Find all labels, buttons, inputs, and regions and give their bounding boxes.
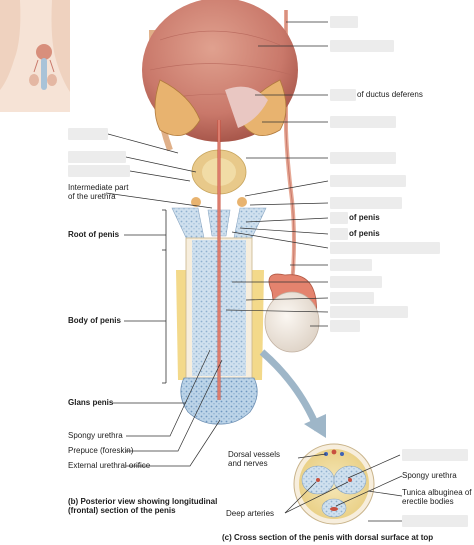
label-of-penis-2: of penis [349,229,380,238]
label-blank [330,212,348,224]
label-blank [330,89,356,101]
label-cross-spongy-urethra: Spongy urethra [402,471,457,480]
label-blank [330,116,396,128]
label-blank [330,228,348,240]
label-intermediate-urethra: Intermediate part of the urethra [68,183,129,201]
label-blank [330,320,360,332]
label-blank [330,276,382,288]
label-glans-penis: Glans penis [68,398,114,407]
bracket-lines [162,209,167,384]
label-tunica-albuginea: Tunica albuginea of erectile bodies [402,488,472,506]
bulbourethral-gland-right [237,197,247,207]
caption-b: (b) Posterior view showing longitudinal … [68,497,218,515]
label-blank [330,292,374,304]
label-blank [330,175,406,187]
label-dorsal-vessels: Dorsal vessels and nerves [228,450,281,468]
corpus-cavernosum-left [192,240,212,376]
bulbourethral-gland-left [191,197,201,207]
label-blank [330,306,408,318]
label-of-penis-1: of penis [349,213,380,222]
label-blank [330,40,394,52]
seminal-vesicle-left [154,79,201,137]
leader-lines [105,21,403,522]
label-external-urethral-orifice: External urethral orifice [68,461,151,470]
corpus-cavernosum-right [226,240,246,376]
cross-section-arrow [259,349,322,432]
inset-body-thumbnail [0,0,70,112]
caption-c: (c) Cross section of the penis with dors… [222,533,434,542]
label-blank [68,165,130,177]
label-prepuce: Prepuce (foreskin) [68,446,134,455]
penis-cross-section [293,443,375,525]
label-blank [402,449,468,461]
label-blank [330,197,402,209]
label-blank [330,16,358,28]
label-deep-arteries: Deep arteries [226,509,275,518]
label-blank [330,259,372,271]
label-blank [68,128,108,140]
label-body-of-penis: Body of penis [68,316,121,325]
label-blank [68,151,126,163]
label-spongy-urethra: Spongy urethra [68,431,123,440]
label-root-of-penis: Root of penis [68,230,120,239]
label-blank [402,515,468,527]
label-blank [330,242,440,254]
label-blank [330,152,396,164]
testis [264,291,320,353]
label-ductus-deferens: of ductus deferens [357,90,423,99]
